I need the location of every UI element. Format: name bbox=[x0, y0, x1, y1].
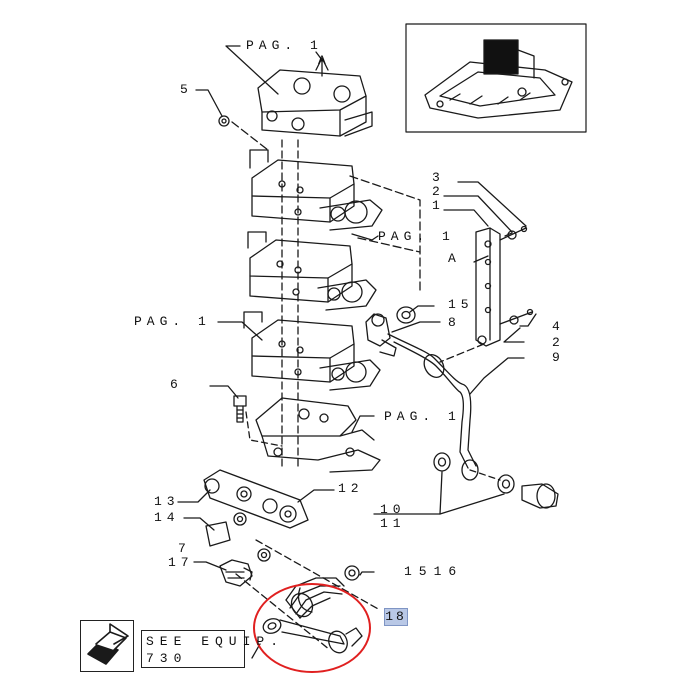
callout-pag1-right[interactable]: PAG. 1 bbox=[378, 229, 455, 244]
callout-2a[interactable]: 2 bbox=[432, 184, 445, 199]
bracket-plate-1 bbox=[475, 227, 501, 347]
return-arrow-icon[interactable] bbox=[80, 620, 134, 672]
callout-arrow-a-right: A bbox=[448, 251, 461, 266]
callout-6[interactable]: 6 bbox=[170, 377, 183, 392]
lower-housing bbox=[255, 397, 381, 473]
callout-4[interactable]: 4 bbox=[552, 319, 565, 334]
callout-8[interactable]: 8 bbox=[448, 315, 461, 330]
callout-3[interactable]: 3 bbox=[432, 170, 445, 185]
see-equip-page: 730 bbox=[146, 651, 188, 666]
bolt-13-14 bbox=[205, 512, 247, 547]
bolt-6 bbox=[233, 395, 247, 423]
callout-14[interactable]: 14 bbox=[154, 510, 180, 525]
top-valve-block bbox=[257, 69, 373, 137]
link-arm-18 bbox=[262, 618, 363, 654]
callout-18-highlighted[interactable]: 18 bbox=[384, 608, 408, 626]
callout-2b[interactable]: 2 bbox=[552, 335, 565, 350]
callout-7[interactable]: 7 bbox=[178, 541, 191, 556]
elbow-fitting-8 bbox=[365, 313, 397, 357]
see-equip-label: SEE EQUIP. bbox=[146, 634, 285, 649]
callout-pag1-left[interactable]: PAG. 1 bbox=[134, 314, 211, 329]
callout-12[interactable]: 12 bbox=[338, 481, 364, 496]
callout-13[interactable]: 13 bbox=[154, 494, 180, 509]
highlight-ring bbox=[253, 583, 371, 673]
callout-5[interactable]: 5 bbox=[180, 82, 193, 97]
lift-rod-12 bbox=[203, 469, 309, 529]
see-equip-reference-box[interactable] bbox=[141, 630, 245, 668]
callout-pag1-top[interactable]: PAG. 1 bbox=[246, 38, 323, 53]
banjo-bolt bbox=[521, 483, 559, 509]
plug-17 bbox=[219, 559, 253, 587]
callout-15[interactable]: 15 bbox=[448, 297, 474, 312]
callout-arrow-a-top: A bbox=[318, 53, 331, 68]
callout-17[interactable]: 17 bbox=[168, 555, 194, 570]
return-arrow-icon-shape bbox=[87, 623, 129, 665]
callout-1[interactable]: 1 bbox=[432, 198, 445, 213]
inset-reference-view bbox=[405, 23, 587, 133]
pipe-9 bbox=[387, 333, 485, 481]
callout-15-16[interactable]: 1516 bbox=[404, 564, 464, 579]
valve-section-2 bbox=[247, 231, 377, 311]
callout-pag1-mid[interactable]: PAG. 1 bbox=[384, 409, 461, 424]
callout-11[interactable]: 11 bbox=[380, 516, 406, 531]
valve-section-3 bbox=[243, 311, 381, 391]
callout-9[interactable]: 9 bbox=[552, 350, 565, 365]
callout-10[interactable]: 10 bbox=[380, 502, 406, 517]
valve-section-1 bbox=[249, 149, 383, 231]
